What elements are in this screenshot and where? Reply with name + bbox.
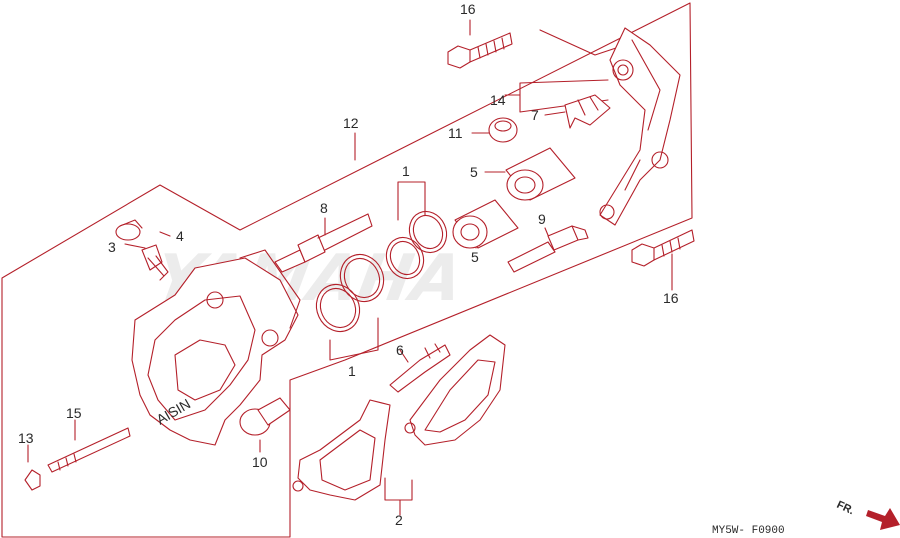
bleeder-cap-4 [115, 219, 143, 241]
callout-1-upper: 1 [402, 163, 410, 179]
leader-lines [27, 19, 673, 516]
plug-10 [239, 397, 291, 436]
assembly-outline [1, 2, 693, 538]
caliper-bracket [599, 27, 681, 226]
callout-4: 4 [176, 228, 184, 244]
pad-retainer-7 [564, 94, 611, 129]
callout-15: 15 [66, 405, 82, 421]
piston-5-lower [452, 199, 519, 249]
callout-5-lower: 5 [471, 249, 479, 265]
bleeder-valve-3 [141, 244, 169, 281]
callout-14: 14 [490, 92, 506, 108]
callout-2: 2 [395, 512, 403, 528]
callout-3: 3 [108, 239, 116, 255]
callout-10: 10 [252, 454, 268, 470]
brake-pad-2-outer [404, 334, 506, 446]
callout-8: 8 [320, 200, 328, 216]
pin-plug-13 [24, 469, 41, 491]
piston-5-upper [505, 147, 576, 201]
diagram-code: MY5W- F0900 [712, 525, 785, 537]
caliper-body: AISIN [131, 249, 301, 446]
slide-pin-9 [507, 225, 589, 273]
slide-pin-8 [274, 213, 373, 273]
hanger-pin-15 [47, 427, 131, 473]
part-callouts: 16 14 7 11 12 5 1 8 9 4 3 5 16 6 1 15 13… [18, 1, 679, 528]
bolt-16-lower [631, 229, 695, 267]
callout-7: 7 [531, 107, 539, 123]
callout-16-upper: 16 [460, 1, 476, 17]
bolt-16-upper [447, 32, 513, 69]
front-direction-arrow: FR. [835, 499, 900, 530]
callout-13: 13 [18, 430, 34, 446]
callout-1-lower: 1 [348, 363, 356, 379]
seals-1 [315, 210, 448, 333]
front-label: FR. [835, 499, 856, 517]
callout-6: 6 [396, 342, 404, 358]
brake-pad-2-inner [292, 399, 391, 501]
boot-11 [488, 117, 518, 143]
callout-16-lower: 16 [663, 290, 679, 306]
callout-5-upper: 5 [470, 164, 478, 180]
callout-11: 11 [448, 125, 463, 141]
callout-9: 9 [538, 211, 546, 227]
pad-spring-6 [389, 343, 451, 393]
callout-12: 12 [343, 115, 359, 131]
